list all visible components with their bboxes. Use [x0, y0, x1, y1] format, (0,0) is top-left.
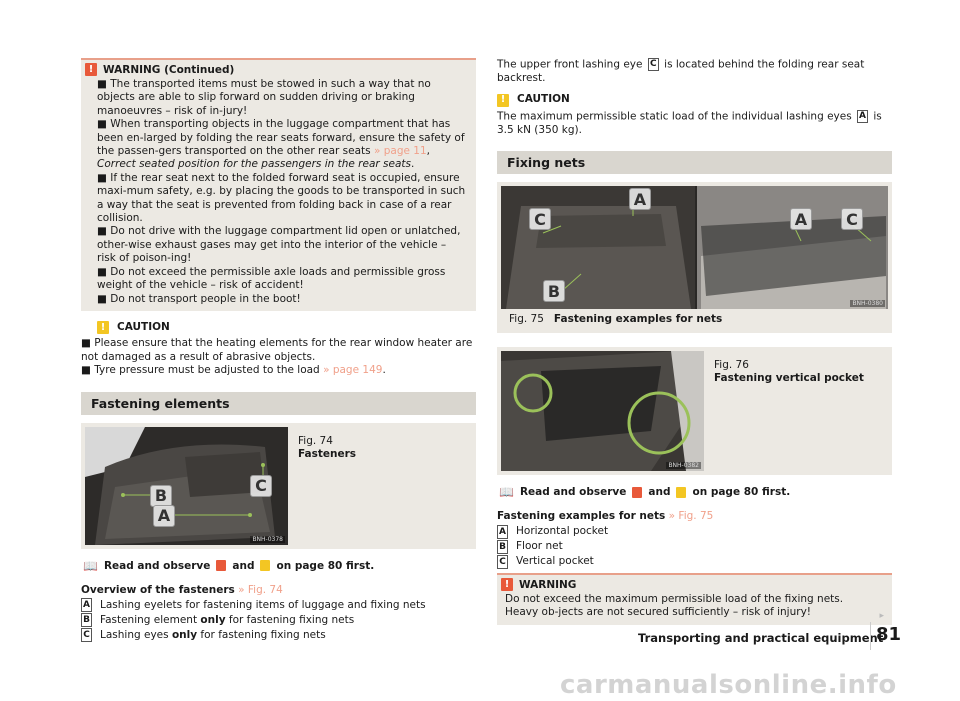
- marker-b: B: [150, 484, 172, 507]
- net-examples: Fastening examples for nets » Fig. 75 A …: [497, 509, 892, 569]
- figure-76-caption: Fig. 76 Fastening vertical pocket: [704, 351, 874, 471]
- caution-icon: !: [97, 321, 109, 335]
- figure-label: Fig. 74: [298, 434, 333, 447]
- warning-icon: !: [85, 63, 97, 76]
- warning-heading: WARNING: [519, 578, 577, 591]
- footer-chapter-title: Transporting and practical equipment: [638, 631, 884, 645]
- footer-divider: [870, 622, 871, 650]
- caution-heading: CAUTION: [117, 320, 170, 333]
- image-code: BNH-0382: [666, 462, 701, 470]
- warning-text: Do not exceed the maximum permissible lo…: [505, 593, 844, 619]
- figure-75-caption: Fig. 75 Fastening examples for nets: [501, 309, 888, 329]
- warning-continued-box: ! WARNING (Continued) ■ The transported …: [81, 58, 476, 311]
- warning-icon: !: [501, 578, 513, 592]
- marker-c: C: [250, 474, 272, 497]
- warning-item: ■ Do not drive with the luggage compartm…: [97, 225, 461, 265]
- list-item: B Floor net: [497, 539, 892, 554]
- caution-icon: !: [497, 93, 509, 107]
- key-label: B: [81, 613, 92, 628]
- figure-title: Fastening examples for nets: [553, 313, 723, 326]
- warning-item: ■ Do not transport people in the boot!: [97, 292, 301, 305]
- warning-heading-row: ! WARNING (Continued): [81, 60, 476, 78]
- marker-a: A: [629, 188, 651, 211]
- figure-title: Fastening vertical pocket: [714, 372, 864, 385]
- examples-heading: Fastening examples for nets: [497, 510, 666, 523]
- watermark: carmanualsonline.info: [560, 670, 897, 700]
- figure-76: BNH-0382 Fig. 76 Fastening vertical pock…: [497, 347, 892, 476]
- list-item: C Vertical pocket: [497, 554, 892, 569]
- fasteners-overview: Overview of the fasteners » Fig. 74 A La…: [81, 583, 476, 643]
- figure-74: B C A BNH-0378 Fig. 74 Fasteners: [81, 422, 476, 549]
- warning-heading-row: ! WARNING: [497, 575, 892, 593]
- left-column: ! WARNING (Continued) ■ The transported …: [81, 58, 476, 643]
- figure-link[interactable]: » Fig. 74: [238, 583, 283, 596]
- book-icon: 📖: [499, 485, 514, 500]
- warning-body: ■ The transported items must be stowed i…: [81, 78, 476, 311]
- figure-74-caption: Fig. 74 Fasteners: [288, 427, 366, 545]
- continue-arrow-icon: ▸: [879, 610, 884, 621]
- figure-76-image: BNH-0382: [501, 351, 704, 472]
- warning-heading: WARNING (Continued): [103, 63, 235, 76]
- caution-heading: CAUTION: [517, 93, 570, 106]
- section-title-fastening-elements: Fastening elements: [81, 391, 476, 415]
- image-code: BNH-0380: [850, 300, 885, 308]
- figure-title: Fasteners: [298, 447, 357, 460]
- warning-box: ! WARNING Do not exceed the maximum perm…: [497, 573, 892, 625]
- figure-label: Fig. 76: [714, 359, 749, 372]
- key-label: A: [857, 109, 869, 123]
- figure-link[interactable]: » Fig. 75: [668, 510, 714, 523]
- marker-a: A: [790, 208, 812, 231]
- read-observe-note: 📖 Read and observe and on page 80 first.: [499, 485, 791, 500]
- right-column: The upper front lashing eye C is located…: [497, 58, 892, 625]
- caution-item: ■ Please ensure that the heating element…: [81, 337, 473, 363]
- list-item: A Lashing eyelets for fastening items of…: [81, 598, 476, 613]
- key-label: C: [497, 554, 508, 569]
- warning-icon: [216, 560, 227, 572]
- caution-heading-row: ! CAUTION: [81, 320, 476, 335]
- figure-74-image: B C A BNH-0378: [85, 426, 288, 545]
- caution-heading-row: ! CAUTION: [481, 93, 892, 107]
- figure-label: Fig. 75: [509, 313, 544, 326]
- book-icon: 📖: [83, 558, 98, 573]
- figure-75: A C B A C BNH-0380 Fig. 75 Fastening exa…: [497, 182, 892, 334]
- warning-item: ■ The transported items must be stowed i…: [97, 78, 431, 117]
- warning-icon: [632, 486, 643, 498]
- list-item: B Fastening element only for fastening f…: [81, 613, 476, 628]
- key-label: C: [647, 58, 659, 71]
- marker-c: C: [529, 208, 551, 231]
- italic-reference: Correct seated position for the passenge…: [97, 158, 411, 171]
- overview-heading: Overview of the fasteners: [81, 583, 235, 596]
- key-label: C: [81, 628, 92, 643]
- list-item: A Horizontal pocket: [497, 524, 892, 539]
- caution-icon: [260, 560, 271, 572]
- read-observe-note: 📖 Read and observe and on page 80 first.: [83, 558, 375, 573]
- warning-item: ■ If the rear seat next to the folded fo…: [97, 171, 466, 225]
- caution-item: ■ Tyre pressure must be adjusted to the …: [81, 364, 386, 377]
- vertical-pocket-illustration: [501, 351, 704, 472]
- image-code: BNH-0378: [250, 535, 285, 543]
- marker-b: B: [543, 280, 565, 303]
- warning-item: ■ When transporting objects in the lugga…: [97, 118, 465, 171]
- caution-icon: [676, 486, 687, 498]
- caution-block: ! CAUTION The maximum permissible static…: [497, 93, 892, 137]
- page-link[interactable]: » page 11: [373, 145, 427, 158]
- list-item: C Lashing eyes only for fastening fixing…: [81, 628, 476, 643]
- marker-c: C: [841, 208, 863, 231]
- figure-75-image: A C B A C BNH-0380: [501, 186, 888, 310]
- caution-body: ■ Please ensure that the heating element…: [81, 337, 476, 377]
- caution-block: ! CAUTION ■ Please ensure that the heati…: [81, 321, 476, 378]
- key-label: A: [81, 598, 92, 613]
- section-title-fixing-nets: Fixing nets: [497, 151, 892, 175]
- page-number: 81: [876, 624, 902, 645]
- caution-text: The maximum permissible static load of t…: [497, 109, 882, 136]
- page-link[interactable]: » page 149: [323, 364, 383, 377]
- marker-a: A: [153, 504, 175, 527]
- warning-item: ■ Do not exceed the permissible axle loa…: [97, 265, 446, 292]
- intro-paragraph: The upper front lashing eye C is located…: [497, 58, 865, 84]
- key-label: A: [497, 524, 508, 539]
- key-label: B: [497, 539, 508, 554]
